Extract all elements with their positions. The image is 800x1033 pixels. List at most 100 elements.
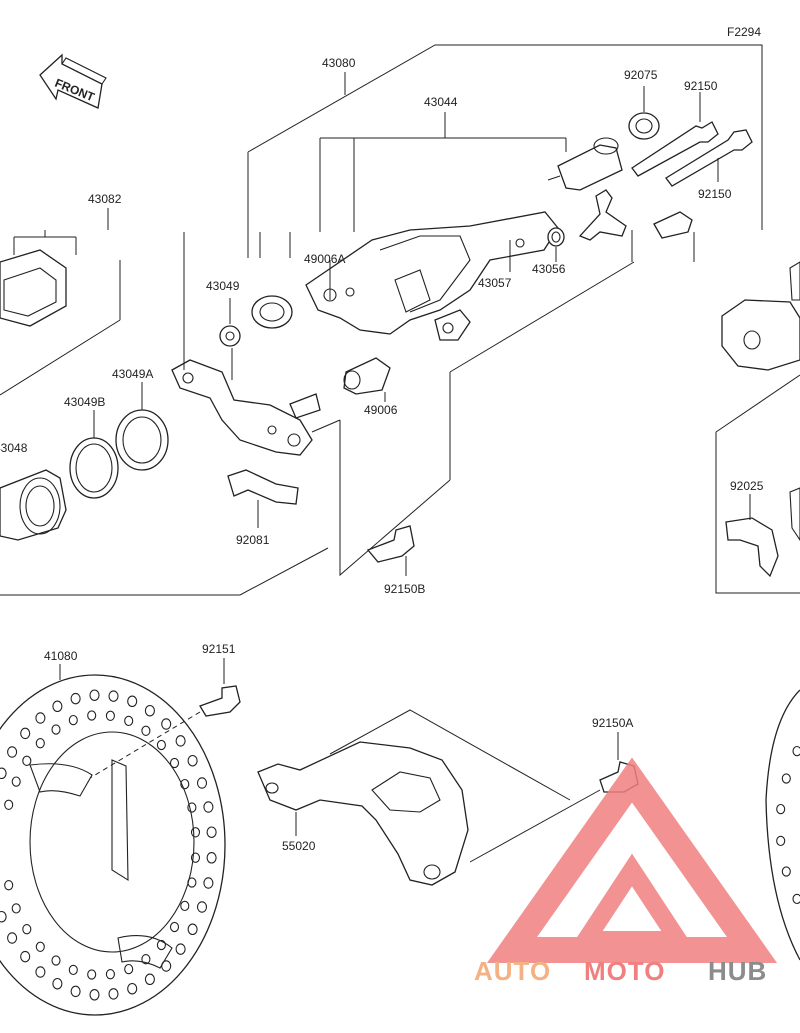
pad-spring-92081 xyxy=(227,469,299,528)
watermark-part2: MOTO xyxy=(584,956,666,986)
bolt-92150-b xyxy=(665,129,753,187)
label-49006A: 49006A xyxy=(304,252,345,266)
disc-hole xyxy=(89,689,100,701)
disc-hole xyxy=(124,963,134,975)
disc-hole xyxy=(7,932,18,944)
disc-hole xyxy=(161,718,172,730)
label-43080: 43080 xyxy=(322,56,356,70)
disc-hole xyxy=(11,903,21,914)
slide-pin xyxy=(547,137,623,191)
label-92075: 92075 xyxy=(624,68,658,82)
label-92150B: 92150B xyxy=(384,582,425,596)
seal-43049 xyxy=(219,232,293,347)
disc-hole xyxy=(11,776,21,787)
disc-hole xyxy=(180,900,190,912)
disc-hole xyxy=(4,799,14,810)
label-92150-a: 92150 xyxy=(684,79,718,93)
label-43048: 43048 xyxy=(0,441,28,455)
disc-holes xyxy=(0,689,217,1001)
watermark-logo xyxy=(486,757,778,963)
disc-hole xyxy=(35,738,45,749)
caliper-assembly-outline xyxy=(0,44,800,596)
watermark-part1: AUTO xyxy=(474,956,551,986)
label-55020: 55020 xyxy=(282,839,316,853)
disc-hole xyxy=(7,746,18,758)
disc-hole xyxy=(206,852,217,864)
disc-hole xyxy=(196,777,208,789)
label-43056: 43056 xyxy=(532,262,566,276)
disc-hole xyxy=(20,727,31,740)
disc-hole xyxy=(4,880,14,891)
disc-hole xyxy=(52,700,63,713)
bolt-92151 xyxy=(89,658,241,779)
disc-hole xyxy=(187,877,197,888)
disc-hole xyxy=(0,767,7,780)
boot-49006 xyxy=(343,357,391,402)
disc-hole xyxy=(190,827,201,838)
label-43049A: 43049A xyxy=(112,367,153,381)
disc-hole xyxy=(203,877,214,889)
disc-hole xyxy=(187,754,198,767)
disc-hole xyxy=(87,710,97,721)
front-arrow-icon: FRONT xyxy=(39,53,107,109)
disc-hole xyxy=(68,714,78,726)
disc-hole xyxy=(781,866,791,877)
disc-hole xyxy=(127,982,138,995)
disc-hole xyxy=(141,725,151,736)
disc-hole xyxy=(169,921,180,933)
disc-hole xyxy=(187,802,197,813)
label-43044: 43044 xyxy=(424,95,458,109)
disc-hole xyxy=(35,712,46,724)
disc-hole xyxy=(108,988,119,1000)
disc-hole xyxy=(35,941,45,952)
disc-hole xyxy=(51,724,61,735)
disc-hole xyxy=(792,893,800,905)
disc-hole xyxy=(175,735,186,747)
disc-hole xyxy=(141,954,151,965)
disc-hole xyxy=(0,910,7,923)
label-43049B: 43049B xyxy=(64,395,105,409)
label-92025: 92025 xyxy=(730,479,764,493)
label-92150A: 92150A xyxy=(592,716,633,730)
pad-spring-92025 xyxy=(725,487,800,578)
disc-hole xyxy=(792,745,800,757)
disc-hole xyxy=(105,710,115,721)
label-92151: 92151 xyxy=(202,642,236,656)
disc-hole xyxy=(89,989,100,1001)
brake-disc-41080 xyxy=(0,664,226,1016)
disc-hole xyxy=(127,695,138,708)
disc-hole xyxy=(203,801,214,813)
label-43057: 43057 xyxy=(478,276,512,290)
disc-hole xyxy=(175,943,186,955)
label-43082: 43082 xyxy=(88,192,122,206)
disc-hole xyxy=(51,955,61,966)
label-92150-b: 92150 xyxy=(698,187,732,201)
label-92081: 92081 xyxy=(236,533,270,547)
label-43049: 43049 xyxy=(206,279,240,293)
pin-clip xyxy=(578,189,633,262)
seal-43049A xyxy=(115,382,169,471)
disc-hole xyxy=(124,715,134,727)
disc-hole xyxy=(70,692,81,705)
disc-holes-right xyxy=(776,745,800,905)
bleeder-43057 xyxy=(509,238,525,272)
label-41080: 41080 xyxy=(44,649,78,663)
piston-43048 xyxy=(0,469,67,541)
disc-hole xyxy=(190,852,201,863)
disc-hole xyxy=(206,826,217,838)
disc-hole xyxy=(108,690,119,702)
diagram-code: F2294 xyxy=(727,25,761,39)
bracket-43082 xyxy=(0,208,121,396)
disc-hole xyxy=(52,977,63,990)
part-labels: 43080 43044 92075 92150 92150 43082 4900… xyxy=(0,56,764,853)
bleeder-screw xyxy=(653,211,695,262)
disc-hole xyxy=(144,973,155,986)
brake-pad-right xyxy=(721,261,800,371)
disc-hole xyxy=(187,923,198,936)
o-ring-43056 xyxy=(547,227,565,262)
bracket-43044 xyxy=(319,112,567,232)
disc-hole xyxy=(144,704,155,717)
watermark-text: AUTO MOTO HUB xyxy=(474,956,766,986)
brake-disc-right-partial xyxy=(765,689,800,961)
caliper-mount-55020 xyxy=(257,709,601,886)
